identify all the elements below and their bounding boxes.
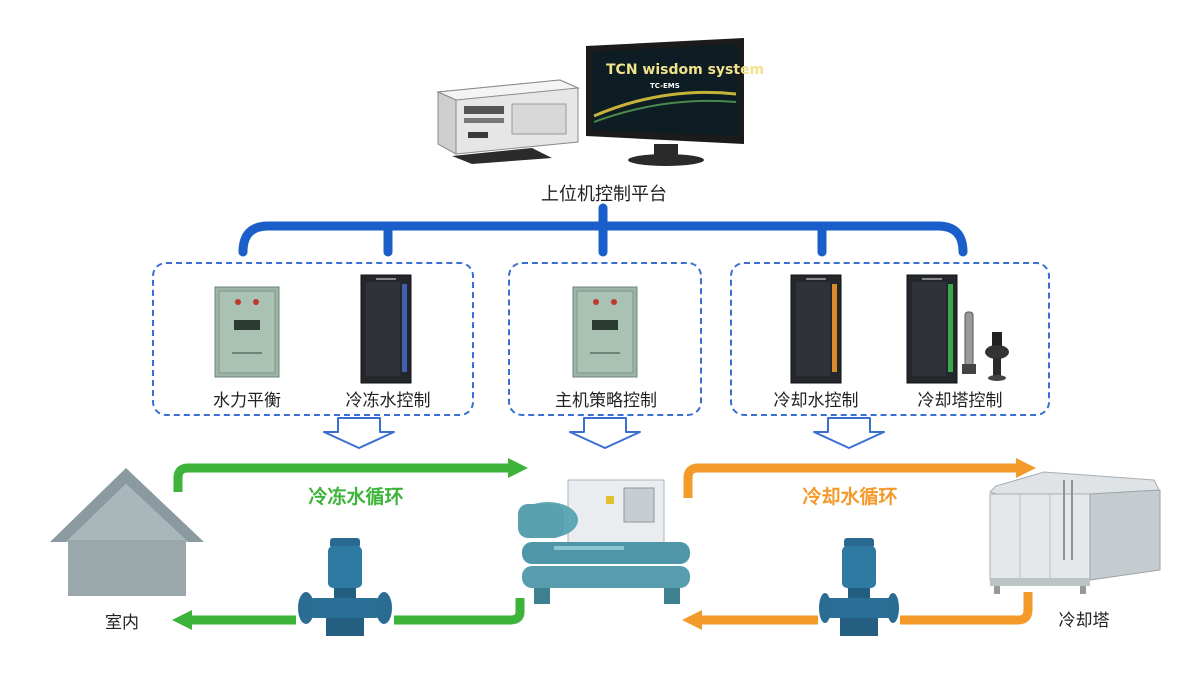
chilled-water-pump-icon <box>296 536 394 640</box>
chilled-water-loop <box>173 463 525 625</box>
hydraulic-balance-label: 水力平衡 <box>213 391 281 411</box>
indoor-label: 室内 <box>105 613 139 633</box>
control-group-center <box>508 262 702 416</box>
down-arrows <box>323 417 885 449</box>
sensor-icon <box>960 310 978 376</box>
chiller-unit-icon <box>514 474 694 610</box>
chiller-strategy-label: 主机策略控制 <box>555 391 657 411</box>
control-group-left <box>152 262 474 416</box>
screen-subtitle: TC-EMS <box>650 82 680 90</box>
chiller-strategy-cabinet-icon <box>572 286 638 378</box>
cooling-tower-control-label: 冷却塔控制 <box>917 391 1003 411</box>
cooling-water-loop-label: 冷却水循环 <box>802 486 898 508</box>
platform-label: 上位机控制平台 <box>541 184 667 205</box>
screen-title: TCN wisdom system <box>606 62 765 78</box>
industrial-pc-icon <box>432 72 580 164</box>
house-icon <box>48 464 206 598</box>
cooling-water-pump-icon <box>818 536 900 640</box>
down-arrow-left <box>323 417 395 449</box>
cooling-tower-label: 冷却塔 <box>1058 611 1110 631</box>
cooling-water-cabinet-icon <box>790 274 842 384</box>
chilled-arrow-head-right <box>508 458 528 478</box>
monitor-icon: TCN wisdom system TC-EMS <box>584 36 764 168</box>
chilled-water-control-label: 冷冻水控制 <box>345 391 431 411</box>
meter-icon <box>984 330 1010 382</box>
hydraulic-balance-cabinet-icon <box>214 286 280 378</box>
control-bus <box>238 203 968 257</box>
chilled-water-cabinet-icon <box>360 274 412 384</box>
chilled-water-loop-label: 冷冻水循环 <box>308 486 404 508</box>
cooling-tower-cabinet-icon <box>906 274 958 384</box>
cooling-water-control-label: 冷却水控制 <box>773 391 859 411</box>
down-arrow-right <box>813 417 885 449</box>
cooling-arrow-head-right <box>1016 458 1036 478</box>
cooling-water-loop <box>683 463 1033 625</box>
down-arrow-center <box>569 417 641 449</box>
cooling-tower-icon <box>984 470 1162 594</box>
cooling-arrow-head-left <box>682 610 702 630</box>
control-group-right <box>730 262 1050 416</box>
chilled-arrow-head-left <box>172 610 192 630</box>
